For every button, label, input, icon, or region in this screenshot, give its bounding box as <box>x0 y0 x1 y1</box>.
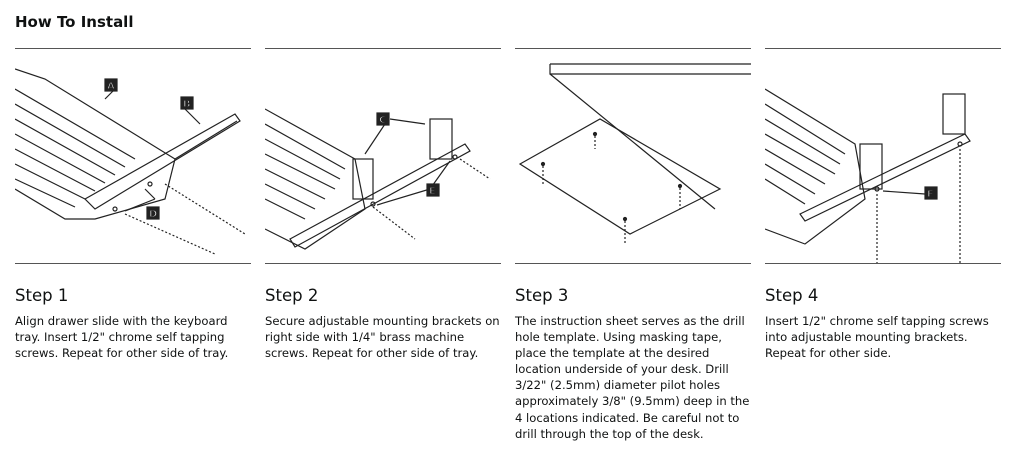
step-2: C E Step 2 Secure adjustable mounting br… <box>265 48 501 361</box>
step-3: Step 3 The instruction sheet serves as t… <box>515 48 751 442</box>
step-3-title: Step 3 <box>515 286 569 305</box>
step-4-illustration: F <box>765 48 1001 264</box>
step-1-title: Step 1 <box>15 286 69 305</box>
step-2-title: Step 2 <box>265 286 319 305</box>
step-3-description: The instruction sheet serves as the dril… <box>515 314 750 441</box>
callout-f: F <box>927 189 934 200</box>
step-1: A B D Step 1 Align drawer slide with the… <box>15 48 251 361</box>
step-4: F Step 4 Insert 1/2" chrome self tapping… <box>765 48 1001 361</box>
callout-b: B <box>183 99 191 110</box>
step-1-illustration: A B D <box>15 48 251 264</box>
step-2-description: Secure adjustable mounting brackets on r… <box>265 314 500 361</box>
callout-c: C <box>379 115 386 126</box>
step-4-description: Insert 1/2" chrome self tapping screws i… <box>765 314 989 361</box>
step-1-description: Align drawer slide with the keyboard tra… <box>15 314 229 361</box>
callout-e: E <box>429 186 436 197</box>
callout-d: D <box>149 209 157 220</box>
step-4-title: Step 4 <box>765 286 819 305</box>
section-title: How To Install <box>15 13 134 31</box>
step-2-illustration: C E <box>265 48 501 264</box>
step-3-illustration <box>515 48 751 264</box>
callout-a: A <box>107 81 115 92</box>
